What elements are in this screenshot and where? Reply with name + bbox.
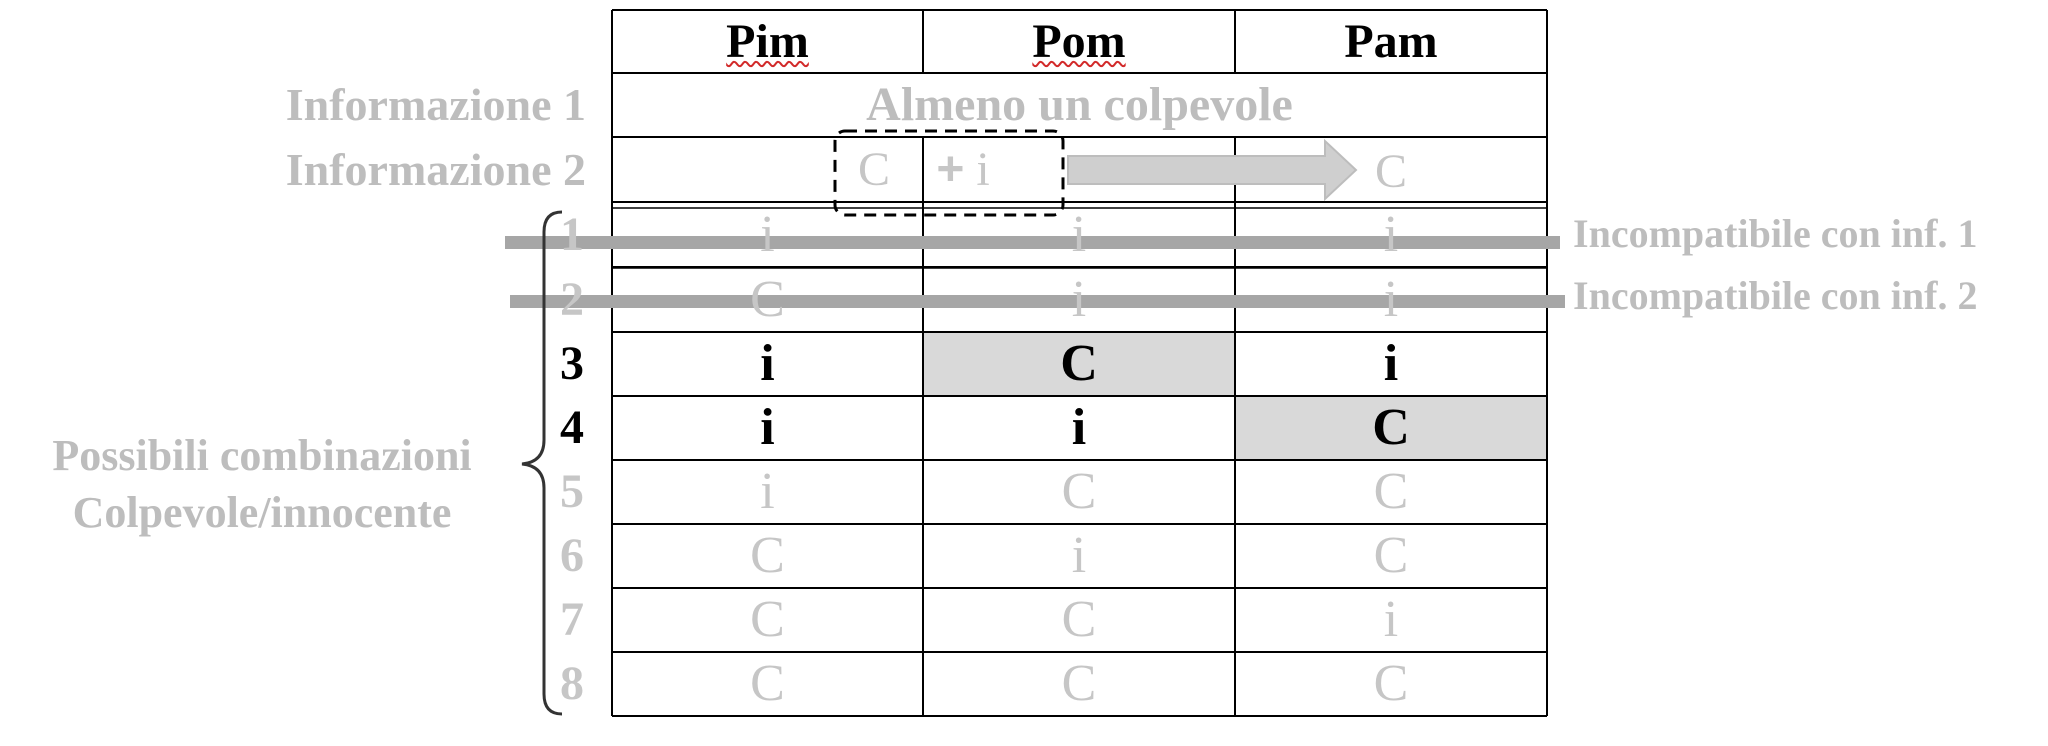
info-label-2: Informazione 2: [285, 143, 586, 195]
cell-row-8-col-1: C: [750, 655, 785, 712]
cell-row-2-col-2: i: [1071, 270, 1087, 328]
row-number-5: 5: [560, 465, 584, 518]
cell-row-3-col-1: i: [760, 335, 775, 392]
cell-row-4-col-2: i: [1071, 399, 1087, 456]
cell-row-6-col-3: C: [1373, 527, 1409, 584]
note-incompatible-2: Incompatibile con inf. 2: [1573, 273, 1978, 318]
strike-bar-row-2: [510, 295, 1565, 308]
highlight-cell-row-4: [1235, 396, 1547, 460]
innocent-mark: i: [976, 142, 990, 196]
info-2-given-guilty: C: [857, 142, 891, 196]
cell-row-5-col-3: C: [1373, 463, 1409, 520]
cell-row-4-col-3: C: [1372, 399, 1410, 456]
info-2-result-guilty: C: [1374, 144, 1408, 198]
plus-sign: +: [936, 142, 965, 196]
cell-row-7-col-3: i: [1383, 591, 1399, 648]
arrow-right-icon: [1067, 138, 1358, 202]
cell-row-6-col-2: i: [1071, 527, 1087, 584]
group-label-line-1: Possibili combinazioni: [52, 430, 472, 480]
highlight-cell-row-3: [923, 332, 1235, 396]
info-2-plus-innocent: + i: [936, 142, 990, 196]
cell-row-8-col-3: C: [1373, 655, 1409, 712]
cell-row-3-col-3: i: [1383, 335, 1399, 392]
group-label-line-2: Colpevole/innocente: [72, 488, 452, 537]
cell-row-5-col-2: C: [1061, 463, 1097, 520]
cell-row-2-col-1: C: [750, 270, 785, 328]
cell-row-1-col-2: i: [1071, 205, 1087, 263]
info-label-1: Informazione 1: [285, 79, 586, 130]
strike-bar-row-1: [505, 236, 1560, 249]
row-number-3: 3: [560, 337, 584, 390]
info-1-text: Almeno un colpevole: [866, 78, 1293, 131]
cell-row-8-col-2: C: [1061, 655, 1097, 712]
cell-row-7-col-1: C: [750, 591, 785, 648]
cell-row-6-col-1: C: [750, 527, 785, 584]
column-header-pom: Pom: [1032, 14, 1126, 68]
cell-row-3-col-2: C: [1060, 335, 1098, 392]
cell-row-2-col-3: i: [1383, 270, 1399, 328]
row-number-1: 1: [560, 207, 584, 261]
cell-row-7-col-2: C: [1061, 591, 1097, 648]
cell-row-4-col-1: i: [760, 399, 775, 456]
row-number-6: 6: [560, 529, 584, 582]
cell-row-1-col-1: i: [760, 205, 775, 263]
row-number-8: 8: [560, 657, 584, 710]
cell-row-5-col-1: i: [760, 463, 775, 520]
row-number-4: 4: [560, 401, 584, 454]
note-incompatible-1: Incompatibile con inf. 1: [1573, 211, 1978, 256]
row-number-2: 2: [560, 272, 584, 326]
curly-brace: [521, 210, 563, 716]
dashed-selection-box: [833, 129, 1065, 217]
column-header-pam: Pam: [1344, 14, 1438, 68]
row-number-7: 7: [560, 593, 584, 646]
cell-row-1-col-3: i: [1383, 205, 1399, 263]
column-header-pim: Pim: [726, 14, 809, 68]
